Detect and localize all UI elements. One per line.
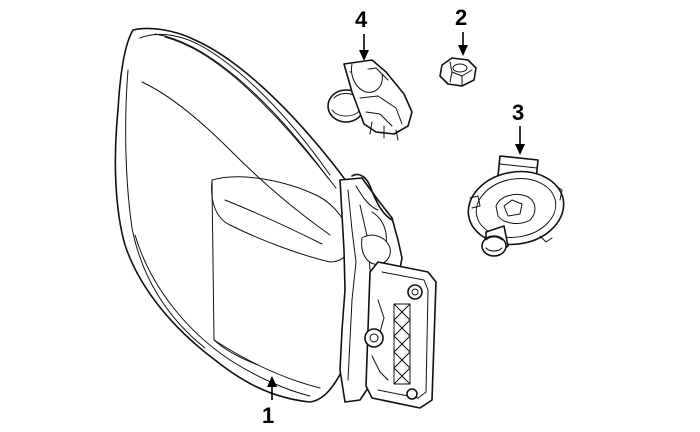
callout-2-label: 2 xyxy=(455,5,467,30)
bulb-socket-part xyxy=(467,155,565,257)
callout-1: 1 xyxy=(262,376,277,428)
callout-3-label: 3 xyxy=(512,100,524,125)
headlamp-assembly xyxy=(114,27,437,409)
callout-4: 4 xyxy=(355,7,369,61)
nut-part xyxy=(439,57,477,87)
callout-2: 2 xyxy=(455,5,468,56)
side-marker-socket-part xyxy=(327,59,413,141)
callout-4-label: 4 xyxy=(355,7,368,32)
callout-1-label: 1 xyxy=(262,403,274,428)
callout-3: 3 xyxy=(512,100,525,155)
